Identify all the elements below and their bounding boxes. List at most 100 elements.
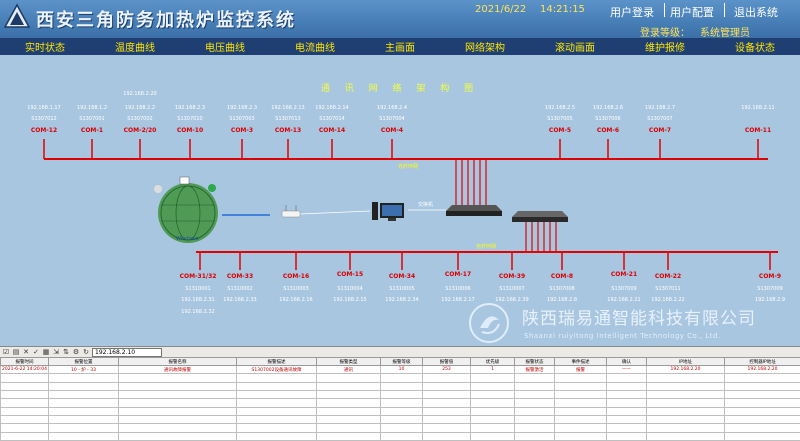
node-ip: 192.168.2.31 [181,297,215,303]
node-serial: S1307009 [611,286,637,292]
node-serial: S1307014 [319,116,345,122]
nav-realtime-status[interactable]: 实时状态 [25,43,65,54]
node-com-port: COM-8 [550,273,574,280]
table-row-empty[interactable] [0,398,800,408]
nav-voltage-curve[interactable]: 电压曲线 [205,43,245,54]
table-cell: 报警 [554,364,607,375]
bottom-node-com15[interactable]: COM-15 S1310004 192.168.2.15 [327,271,373,304]
checkbox-icon[interactable]: ☑ [2,348,10,356]
header-time: 14:21:15 [540,4,585,15]
column-header[interactable]: 事件描述 [554,357,607,366]
export-icon[interactable]: ⇲ [53,348,59,356]
bottom-node-com8[interactable]: COM-8 S1307008 192.168.2.8 [539,273,585,304]
table-cell [554,414,607,425]
bottom-node-com22[interactable]: COM-22 S1307011 192.168.2.22 [645,273,691,304]
nav-main-screen[interactable]: 主画面 [385,43,415,54]
bottom-node-com34[interactable]: COM-34 S1310005 192.168.2.34 [379,273,425,304]
table-cell [606,431,647,441]
header-bar: 西安三角防务加热炉监控系统 2021/6/22 14:21:15 用户登录 用户… [0,0,800,39]
bottom-node-com9[interactable]: COM-9 S1307009 192.168.2.9 [747,273,793,304]
column-header[interactable]: 报警等级 [380,357,423,366]
print-icon[interactable]: ▦ [42,348,50,356]
top-node-com3[interactable]: 192.168.2.3 S1307003 COM-3 [219,105,265,134]
sort-icon[interactable]: ⇅ [63,348,69,356]
table-row-empty[interactable] [0,414,800,425]
top-node-com5[interactable]: 192.168.2.5 S1307005 COM-5 [537,105,583,134]
node-com-port: COM-31/32 [179,273,217,280]
table-row[interactable]: 2021-6-22 14:20:04 10 - 炉 - 33 通讯故障报警 S1… [0,364,800,375]
column-header[interactable]: 报警类型 [316,357,381,366]
table-cell: 2021-6-22 14:20:04 [0,364,49,375]
node-serial: S1310006 [445,286,471,292]
table-cell [422,406,471,416]
column-header[interactable]: 报警名称 [118,357,237,366]
node-ip: 192.168.2.9 [754,297,786,303]
top-node-com12[interactable]: 192.168.1.17 S1307012 COM-12 [21,105,67,134]
table-row-empty[interactable] [0,423,800,433]
table-cell [316,398,381,408]
user-login-button[interactable]: 用户登录 [610,6,654,19]
top-node-com10[interactable]: 192.168.2.3 S1307010 COM-10 [167,105,213,134]
table-cell [236,431,317,441]
bottom-node-com21[interactable]: COM-21 S1307009 192.168.2.21 [601,271,647,304]
switch-label: 交换机 [418,202,434,208]
nav-scrolling-screen[interactable]: 滚动画面 [555,43,595,54]
table-cell [470,431,515,441]
column-header[interactable]: IP地址 [646,357,725,366]
nav-current-curve[interactable]: 电流曲线 [295,43,335,54]
exit-system-button[interactable]: 退出系统 [734,6,778,19]
refresh-icon[interactable]: ↻ [83,348,89,356]
bottom-node-com31-32[interactable]: COM-31/32 S1310001 192.168.2.31 192.168.… [175,273,221,316]
table-row-empty[interactable] [0,431,800,441]
table-cell [724,423,800,433]
column-header[interactable]: 报警状态 [514,357,555,366]
top-node-com2-20[interactable]: 192.168.2.20 192.168.2.2 S1307002 COM-2/… [117,91,163,134]
table-cell [422,373,471,383]
node-ip: 192.168.2.33 [223,297,257,303]
table-cell [470,423,515,433]
column-header[interactable]: 优先级 [470,357,515,366]
delete-icon[interactable]: ✕ [23,348,29,356]
table-cell [422,398,471,408]
column-header[interactable]: 确认 [606,357,647,366]
settings-icon[interactable]: ⚙ [72,348,80,356]
bottom-node-com17[interactable]: COM-17 S1310006 192.168.2.17 [435,271,481,304]
column-header[interactable]: 控制器IP地址 [724,357,800,366]
node-com-port: COM-13 [274,127,302,134]
bottom-node-com16[interactable]: COM-16 S1310003 192.168.2.16 [273,273,319,304]
column-header[interactable]: 报警时间 [0,357,49,366]
nav-temperature-curve[interactable]: 温度曲线 [115,43,155,54]
top-node-com13[interactable]: 192.168.2.13 S1307013 COM-13 [265,105,311,134]
top-node-com14[interactable]: 192.168.2.14 S1307014 COM-14 [309,105,355,134]
table-row-empty[interactable] [0,406,800,416]
top-node-com6[interactable]: 192.168.2.6 S1307006 COM-6 [585,105,631,134]
top-node-com7[interactable]: 192.168.2.7 S1307007 COM-7 [637,105,683,134]
column-header[interactable]: 报警值 [422,357,471,366]
node-ip: 192.168.2.17 [441,297,475,303]
table-cell [724,431,800,441]
alarm-filter-input[interactable] [92,347,162,357]
table-cell [606,373,647,383]
column-header[interactable]: 报警位置 [48,357,119,366]
table-row-empty[interactable] [0,389,800,400]
node-ip: 192.168.2.21 [607,297,641,303]
acknowledge-icon[interactable]: ✓ [33,348,39,356]
table-row-empty[interactable] [0,381,800,392]
column-header[interactable]: 报警描述 [236,357,317,366]
bottom-node-com39[interactable]: COM-39 S1310007 192.168.2.39 [489,273,535,304]
node-ip: 192.168.2.39 [495,297,529,303]
top-node-com1[interactable]: 192.168.1.2 S1307001 COM-1 [69,105,115,134]
user-config-button[interactable]: 用户配置 [670,6,714,19]
node-serial: S1307005 [547,116,573,122]
bottom-node-com33[interactable]: COM-33 S1310002 192.168.2.33 [217,273,263,304]
top-node-com11[interactable]: 192.168.2.11 COM-11 [735,105,781,134]
top-node-com4[interactable]: 192.168.2.4 S1307004 COM-4 [369,105,415,134]
nav-network-architecture[interactable]: 网络架构 [465,43,505,54]
nav-maintenance[interactable]: 维护报修 [645,43,685,54]
table-row-empty[interactable] [0,373,800,383]
nav-device-status[interactable]: 设备状态 [735,43,775,54]
filter-icon[interactable]: ▤ [12,348,20,356]
table-cell [514,389,555,400]
table-cell [118,414,237,425]
node-serial: S1307003 [229,116,255,122]
